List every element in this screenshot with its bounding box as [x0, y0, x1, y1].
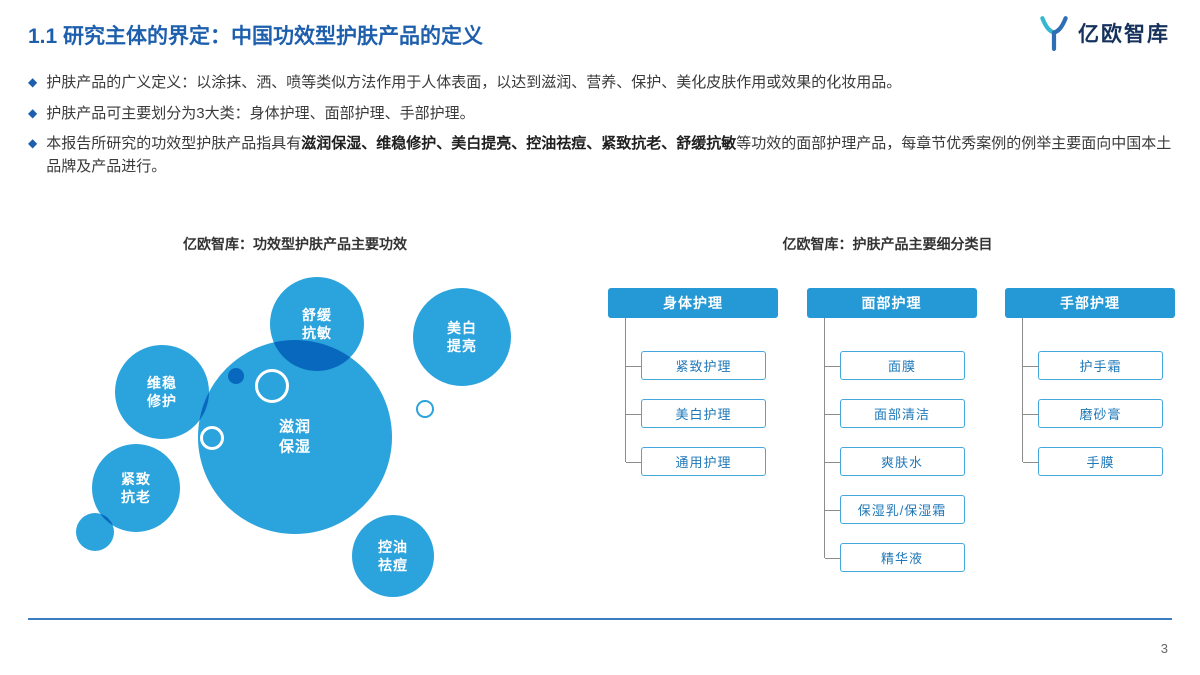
function-bubble-label: 舒缓 抗敏 [302, 306, 332, 341]
decorative-ring-circle [200, 426, 224, 450]
tree-connector-line [823, 318, 825, 558]
function-bubble [413, 288, 511, 386]
bubble-diagram-title: 亿欧智库：功效型护肤产品主要功效 [183, 236, 407, 252]
function-bubble [198, 340, 392, 534]
subcategory-box: 精华液 [824, 543, 965, 572]
tree-column: 手部护理护手霜磨砂膏手膜 [1005, 288, 1175, 495]
bullet-text-segment: 本报告所研究的功效型护肤产品指具有 [46, 135, 302, 152]
subcategory-box: 面膜 [824, 351, 965, 380]
tree-connector-line [1022, 318, 1023, 462]
category-header: 身体护理 [608, 288, 778, 318]
decorative-ring-circle [416, 400, 434, 418]
bullet-item: ◆ 本报告所研究的功效型护肤产品指具有滋润保湿、维稳修护、美白提亮、控油祛痘、紧… [28, 133, 1176, 178]
logo-flower-icon [1040, 16, 1068, 51]
function-bubble [352, 515, 434, 597]
decorative-circle [76, 513, 114, 551]
tree-column: 身体护理紧致护理美白护理通用护理 [608, 288, 778, 495]
category-items: 紧致护理美白护理通用护理 [608, 318, 778, 476]
bullet-text-segment: 等功效的面部护理产品，每章节优秀案例的例举主要面向中国本土品牌及产品进行。 [46, 135, 1172, 175]
category-items: 护手霜磨砂膏手膜 [1005, 318, 1175, 476]
logo: 亿欧智库 [1035, 14, 1170, 52]
tree-diagram: 身体护理紧致护理美白护理通用护理面部护理面膜面部清洁爽肤水保湿乳/保湿霜精华液手… [608, 288, 1175, 591]
tree-diagram-title: 亿欧智库：护肤产品主要细分类目 [782, 236, 993, 252]
subcategory-box: 紧致护理 [626, 351, 766, 380]
tree-connector-line [625, 318, 626, 462]
subcategory-box: 护手霜 [1023, 351, 1163, 380]
subcategory-box: 手膜 [1023, 447, 1163, 476]
diamond-bullet-icon: ◆ [28, 75, 38, 89]
bullet-text: 本报告所研究的功效型护肤产品指具有滋润保湿、维稳修护、美白提亮、控油祛痘、紧致抗… [46, 133, 1176, 178]
subcategory-box: 美白护理 [626, 399, 766, 428]
bullet-text: 护肤产品的广义定义：以涂抹、洒、喷等类似方法作用于人体表面，以达到滋润、营养、保… [46, 74, 902, 91]
bullet-list: ◆ 护肤产品的广义定义：以涂抹、洒、喷等类似方法作用于人体表面，以达到滋润、营养… [28, 72, 1176, 186]
category-header: 面部护理 [806, 288, 977, 318]
subcategory-box: 爽肤水 [824, 447, 965, 476]
function-bubble-label: 控油 祛痘 [378, 538, 408, 573]
decorative-ring-circle [255, 369, 289, 403]
diamond-bullet-icon: ◆ [28, 136, 38, 150]
function-bubble [115, 345, 209, 439]
category-items: 面膜面部清洁爽肤水保湿乳/保湿霜精华液 [807, 318, 977, 572]
diamond-bullet-icon: ◆ [28, 105, 38, 120]
function-bubble-label: 紧致 抗老 [121, 470, 151, 505]
bullet-item: ◆ 护肤产品可主要划分为3大类：身体护理、面部护理、手部护理。 [28, 103, 1176, 126]
footer-divider [28, 618, 1172, 620]
function-bubble-label: 滋润 保湿 [278, 418, 312, 456]
subcategory-box: 磨砂膏 [1023, 399, 1163, 428]
bullet-text-bold-segment: 滋润保湿、维稳修护、美白提亮、控油祛痘、紧致抗老、舒缓抗敏 [301, 135, 737, 152]
tree-column: 面部护理面膜面部清洁爽肤水保湿乳/保湿霜精华液 [806, 288, 977, 591]
decorative-circle [228, 368, 244, 384]
category-header: 手部护理 [1005, 288, 1175, 318]
page-number: 3 [1160, 641, 1168, 656]
bullet-item: ◆ 护肤产品的广义定义：以涂抹、洒、喷等类似方法作用于人体表面，以达到滋润、营养… [28, 72, 1176, 95]
logo-text: 亿欧智库 [1078, 23, 1170, 46]
bullet-text: 护肤产品可主要划分为3大类：身体护理、面部护理、手部护理。 [46, 104, 475, 122]
function-bubble [92, 444, 180, 532]
page-title: 1.1 研究主体的界定：中国功效型护肤产品的定义 [28, 25, 484, 48]
function-bubble-label: 美白 提亮 [447, 319, 477, 354]
function-bubble-label: 维稳 修护 [147, 374, 177, 409]
subcategory-box: 面部清洁 [824, 399, 965, 428]
subcategory-box: 通用护理 [626, 447, 766, 476]
function-bubble [270, 277, 364, 371]
subcategory-box: 保湿乳/保湿霜 [824, 495, 965, 524]
